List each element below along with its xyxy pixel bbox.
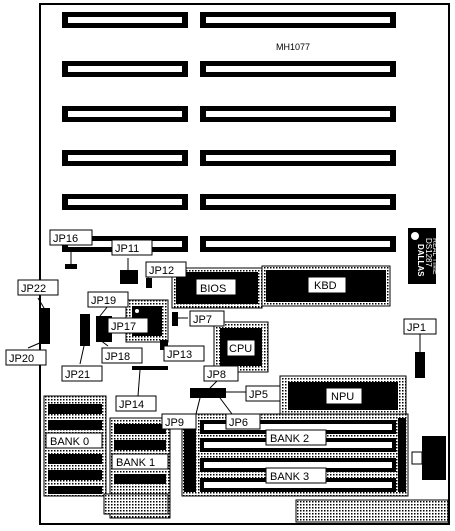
bottom-connector — [295, 499, 449, 523]
jp22-label: JP22 — [21, 283, 46, 295]
jp8-pins — [190, 388, 226, 398]
jumper-headers — [40, 264, 425, 398]
jp11-label: JP11 — [115, 243, 139, 255]
jp14-pins — [132, 366, 168, 370]
jp21-label: JP21 — [65, 369, 90, 381]
jp16-pins — [65, 264, 77, 269]
jp5-label: JP5 — [249, 389, 268, 401]
rtc-part-label: DS1287 — [424, 238, 433, 267]
board-model-label: MH1077 — [276, 42, 310, 52]
isa-slots-left — [62, 12, 188, 252]
isa-slots-right — [200, 12, 396, 252]
jp12-pins — [146, 278, 152, 288]
cpu-label: CPU — [229, 343, 252, 355]
jp13-label: JP13 — [167, 349, 192, 361]
jumper-labels: JP16 JP11 JP12 JP22 JP19 JP17 JP7 JP18 J… — [5, 229, 437, 430]
rtc-caption-label: REAL TIME — [431, 238, 438, 275]
jp12-label: JP12 — [149, 265, 174, 277]
jp17-label: JP17 — [111, 321, 136, 333]
jp18-label: JP18 — [105, 351, 130, 363]
jp9-label: JP9 — [165, 417, 184, 429]
jp11-pins — [120, 270, 138, 284]
jp16-label: JP16 — [53, 233, 78, 245]
dallas-logo-icon — [411, 232, 419, 240]
jp7-label: JP7 — [193, 314, 212, 326]
npu-label: NPU — [331, 391, 354, 403]
jp7-pins — [172, 312, 178, 326]
jp8-label: JP8 — [207, 369, 226, 381]
rtc-chip: DALLAS DS1287 REAL TIME — [408, 228, 438, 284]
simm-banks-right — [181, 413, 409, 497]
jp13-pins — [160, 340, 168, 350]
jp22-pins — [40, 308, 50, 344]
jp1-pins — [415, 352, 425, 378]
kbd-label: KBD — [314, 280, 337, 292]
keyboard-connector — [422, 436, 446, 480]
jp20-label: JP20 — [9, 353, 34, 365]
jp21-pins — [80, 314, 90, 346]
jp6-label: JP6 — [229, 417, 248, 429]
jp19-label: JP19 — [91, 295, 116, 307]
bios-label: BIOS — [200, 283, 226, 295]
bank-1-label: BANK 1 — [116, 457, 155, 469]
bank-3-label: BANK 3 — [270, 471, 309, 483]
bank-2-label: BANK 2 — [270, 433, 309, 445]
bank-0-label: BANK 0 — [50, 436, 89, 448]
jp14-label: JP14 — [119, 399, 144, 411]
jp1-label: JP1 — [407, 322, 426, 334]
rtc-brand-label: DALLAS — [416, 244, 425, 277]
